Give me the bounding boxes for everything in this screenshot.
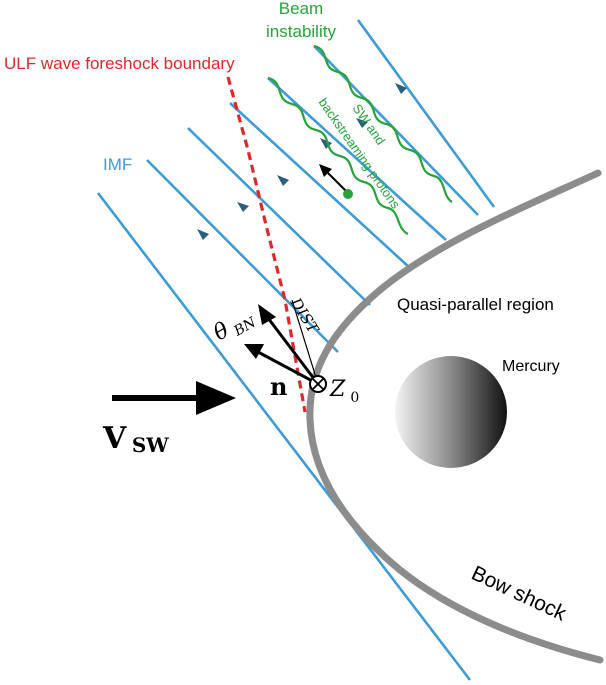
- imf-line-5: [267, 77, 447, 241]
- imf-arrowhead-6: [395, 83, 407, 94]
- mercury-planet: [395, 356, 507, 468]
- vectors: [244, 304, 320, 386]
- imf-line-4: [229, 102, 411, 269]
- theta-vector-head: [258, 304, 276, 325]
- n-vector-label: n: [270, 372, 287, 401]
- solar-wind-arrow: [112, 381, 236, 415]
- beam-label-line2: instability: [266, 22, 336, 41]
- beam-waves: [267, 44, 453, 235]
- imf-arrowhead-2: [237, 202, 249, 212]
- theta-bn-label: θ BN: [210, 304, 260, 349]
- imf-arrowhead-1: [197, 229, 209, 240]
- imf-line-3: [187, 127, 371, 306]
- mercury-label: Mercury: [502, 358, 560, 375]
- beam-wave-1: [267, 76, 409, 235]
- particle-arrowhead: [319, 164, 332, 177]
- theta-vector: [266, 317, 320, 385]
- imf-field-lines: [96, 19, 496, 681]
- vsw-label: V SW: [102, 421, 169, 457]
- imf-line-7: [356, 19, 496, 208]
- imf-arrowhead-4: [320, 138, 332, 149]
- imf-arrowheads: [197, 83, 407, 240]
- bow-shock-label: Bow shock: [468, 562, 570, 626]
- particle-arrow: [324, 169, 347, 192]
- beam-wave-2: [313, 44, 453, 203]
- beam-label-line1: Beam: [279, 0, 323, 18]
- z0-point: [309, 375, 327, 393]
- imf-label: IMF: [103, 155, 132, 174]
- imf-arrowhead-5: [356, 118, 368, 128]
- ulf-boundary-label: ULF wave foreshock boundary: [4, 54, 235, 73]
- z0-label: Z 0: [329, 377, 359, 406]
- imf-line-1: [96, 192, 472, 681]
- quasi-parallel-label: Quasi-parallel region: [397, 295, 554, 314]
- normal-vector: [257, 350, 319, 386]
- particle-dot: [343, 189, 353, 199]
- imf-arrowhead-3: [277, 175, 289, 186]
- normal-vector-head: [244, 344, 264, 359]
- imf-line-2: [146, 159, 339, 353]
- bow-shock-curve: [306, 169, 604, 664]
- beam-particle: [319, 164, 353, 199]
- dist-line: [291, 299, 319, 385]
- ulf-boundary-line: [226, 76, 307, 413]
